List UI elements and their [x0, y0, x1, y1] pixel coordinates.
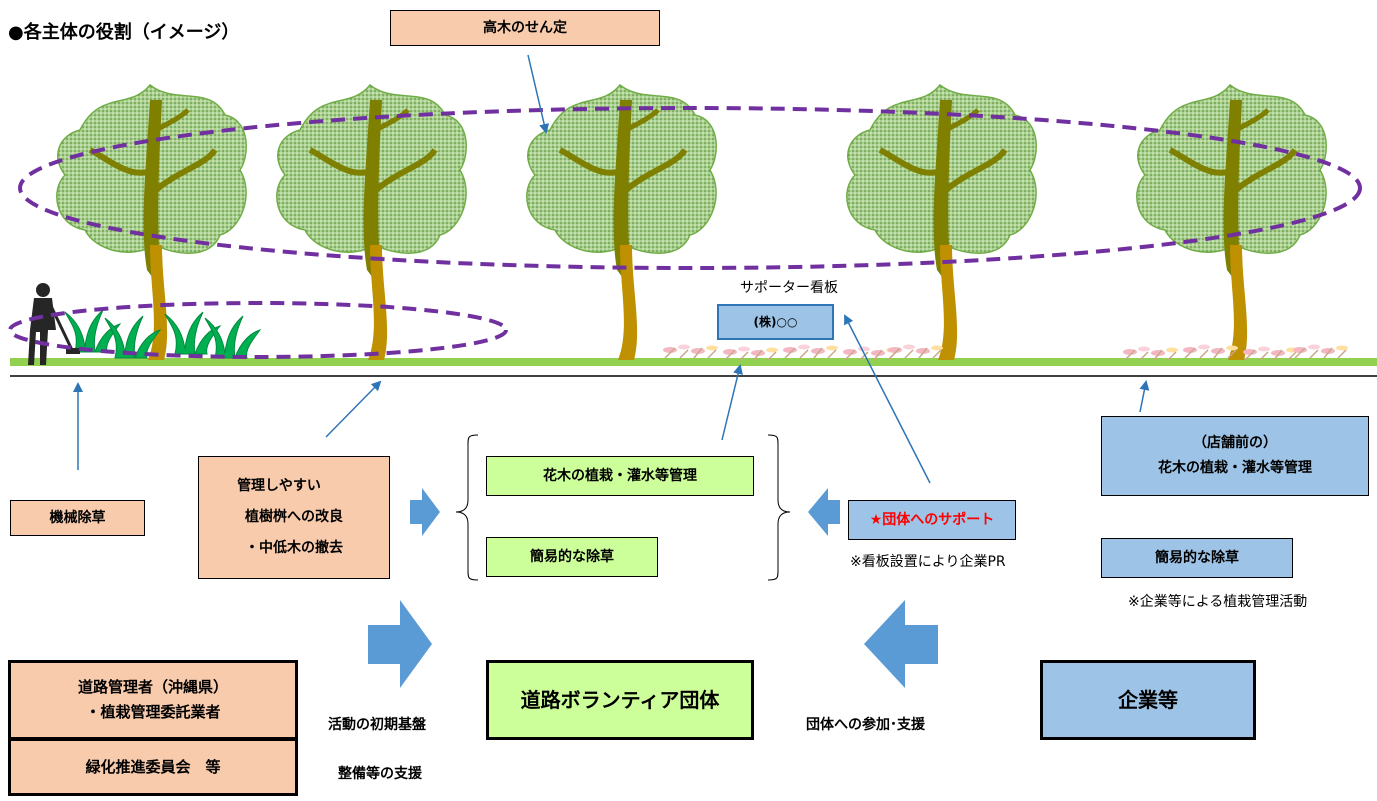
road-admin-line-2: ・植栽管理委託業者: [85, 703, 221, 721]
pr-note: ※看板設置により企業PR: [850, 554, 1006, 570]
ground-zone-ellipse: [8, 301, 508, 359]
participation-support-label: 団体への参加･支援: [806, 717, 925, 733]
right-brace: [767, 434, 791, 581]
flower-bed-icon: [722, 345, 779, 361]
simple-weeding-box: 簡易的な除草: [486, 537, 658, 577]
greening-committee-box: 緑化推進委員会 等: [8, 738, 298, 796]
block-arrow-right-icon: [368, 600, 432, 688]
grass-icon: [164, 311, 221, 355]
companies-box: 企業等: [1040, 660, 1256, 740]
block-arrow-left-icon: [808, 488, 840, 536]
flower-bed-icon: [887, 343, 944, 359]
company-note: ※企業等による植栽管理活動: [1128, 594, 1308, 610]
ground-strip: [10, 358, 1377, 366]
flower-bed-icon: [662, 343, 719, 359]
flower-bed-icon: [1122, 345, 1179, 361]
group-support-label: ★団体へのサポート: [869, 511, 995, 528]
flower-bed-icon: [1292, 343, 1349, 359]
tree-icon: [277, 85, 466, 360]
tree-icon: [847, 85, 1036, 360]
page-title: ●各主体の役割（イメージ）: [8, 22, 240, 43]
tree-icon: [527, 85, 716, 360]
high-pruning-box: 高木のせん定: [390, 10, 660, 46]
initial-support-line-1: 活動の初期基盤: [328, 717, 426, 733]
flower-bed-icon: [1242, 345, 1299, 361]
volunteer-group-box: 道路ボランティア団体: [486, 660, 754, 740]
arrow-sign: [844, 314, 931, 484]
arrow-planting: [721, 364, 743, 441]
block-arrow-right-icon: [410, 488, 440, 536]
company-weeding-box: 簡易的な除草: [1101, 538, 1293, 578]
canopy-zone-ellipse: [18, 106, 1362, 270]
flower-bed-icon: [1182, 343, 1239, 359]
arrow-pruning: [527, 54, 550, 134]
improvement-line-1: 管理しやすい: [237, 478, 321, 495]
block-arrow-left-icon: [864, 600, 938, 688]
sign-caption: サポーター看板: [740, 280, 838, 296]
improvement-line-3: ・中低木の撤去: [245, 539, 343, 556]
initial-support-line-2: 整備等の支援: [338, 766, 422, 782]
flower-planting-box: 花木の植栽・灌水等管理: [486, 456, 754, 496]
improvement-line-2: 植樹桝への改良: [245, 509, 343, 526]
supporter-sign: (株)○○: [717, 304, 834, 340]
store-front-line-2: 花木の植栽・灌水等管理: [1158, 460, 1312, 476]
store-front-line-1: （店舗前の）: [1193, 434, 1277, 451]
road-admin-line-1: 道路管理者（沖縄県）: [77, 677, 228, 696]
group-support-box: ★団体へのサポート: [848, 500, 1016, 540]
improvement-box: 管理しやすい 植樹桝への改良 ・中低木の撤去: [198, 456, 390, 579]
mechanical-weeding-box: 機械除草: [10, 500, 145, 536]
grass-icon: [204, 315, 261, 359]
arrow-improvement: [325, 380, 382, 438]
flower-bed-icon: [782, 343, 839, 359]
tree-icon: [57, 85, 246, 360]
store-front-box: （店舗前の） 花木の植栽・灌水等管理: [1101, 416, 1369, 496]
left-brace: [455, 434, 479, 581]
arrow-store-front: [1139, 380, 1150, 413]
road-administrator-box: 道路管理者（沖縄県） ・植栽管理委託業者: [8, 660, 298, 740]
